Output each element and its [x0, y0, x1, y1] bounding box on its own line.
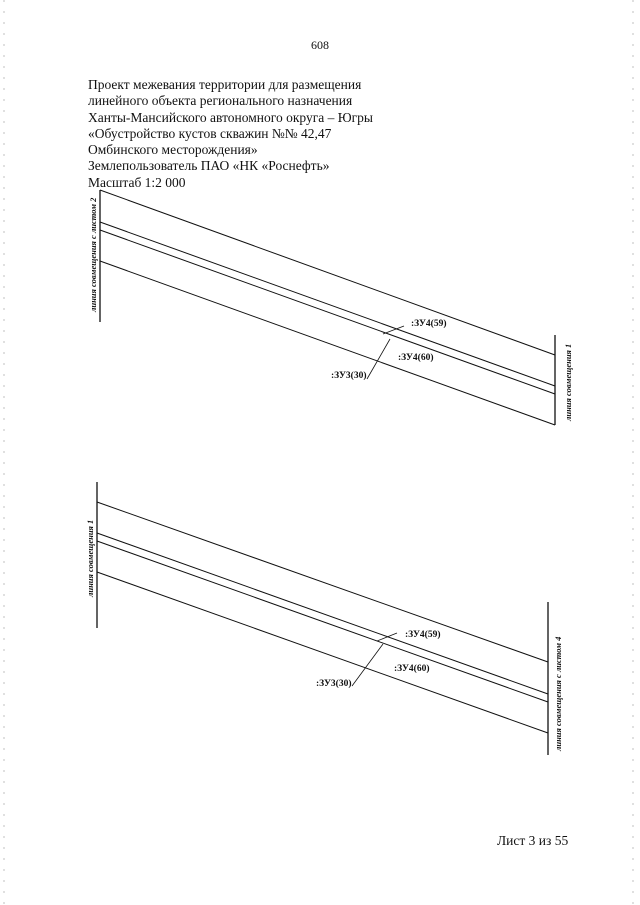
sheet-number: Лист 3 из 55 [497, 833, 569, 848]
label-zu4-59: :ЗУ4(59) [405, 629, 441, 640]
header-line-3: Ханты-Мансийского автономного округа – Ю… [88, 109, 373, 125]
boundary-line-2 [96, 532, 549, 695]
label-zu3-30: :ЗУ3(30) [331, 370, 367, 381]
boundary-line-4 [96, 571, 549, 734]
document-header: Проект межевания территории для размещен… [88, 77, 418, 191]
left-match-line-label: линия совмещения 1 [85, 520, 95, 598]
leader-zu4-59 [376, 632, 398, 642]
header-line-7: Масштаб 1:2 000 [88, 174, 186, 190]
page-number: 608 [311, 38, 329, 52]
boundary-line-2 [99, 221, 556, 387]
label-zu3-30: :ЗУ3(30) [316, 678, 352, 689]
header-line-6: Землепользователь ПАО «НК «Роснефть» [88, 158, 330, 174]
left-match-line-label: линия совмещения с листом 2 [88, 197, 98, 313]
header-line-2: линейного объекта регионального назначен… [88, 93, 353, 109]
header-line-4: «Обустройство кустов скважин №№ 42,47 [88, 125, 332, 141]
label-zu4-59: :ЗУ4(59) [411, 318, 447, 329]
right-match-line-label: линия совмещения 1 [563, 344, 573, 422]
label-zu4-60: :ЗУ4(60) [394, 663, 430, 674]
boundary-line-4 [99, 260, 556, 426]
boundary-line-1 [96, 501, 549, 663]
label-zu4-60: :ЗУ4(60) [398, 352, 434, 363]
leader-zu3-30 [366, 338, 391, 380]
leader-zu4-59 [382, 325, 405, 335]
leader-zu3-30 [351, 643, 384, 687]
header-line-5: Омбинского месторождения» [88, 142, 258, 158]
boundary-line-3 [96, 540, 549, 703]
boundary-line-3 [99, 229, 556, 395]
header-line-1: Проект межевания территории для размещен… [88, 77, 362, 92]
boundary-line-1 [99, 189, 556, 356]
right-match-line-label: линия совмещения с листом 4 [553, 637, 563, 752]
